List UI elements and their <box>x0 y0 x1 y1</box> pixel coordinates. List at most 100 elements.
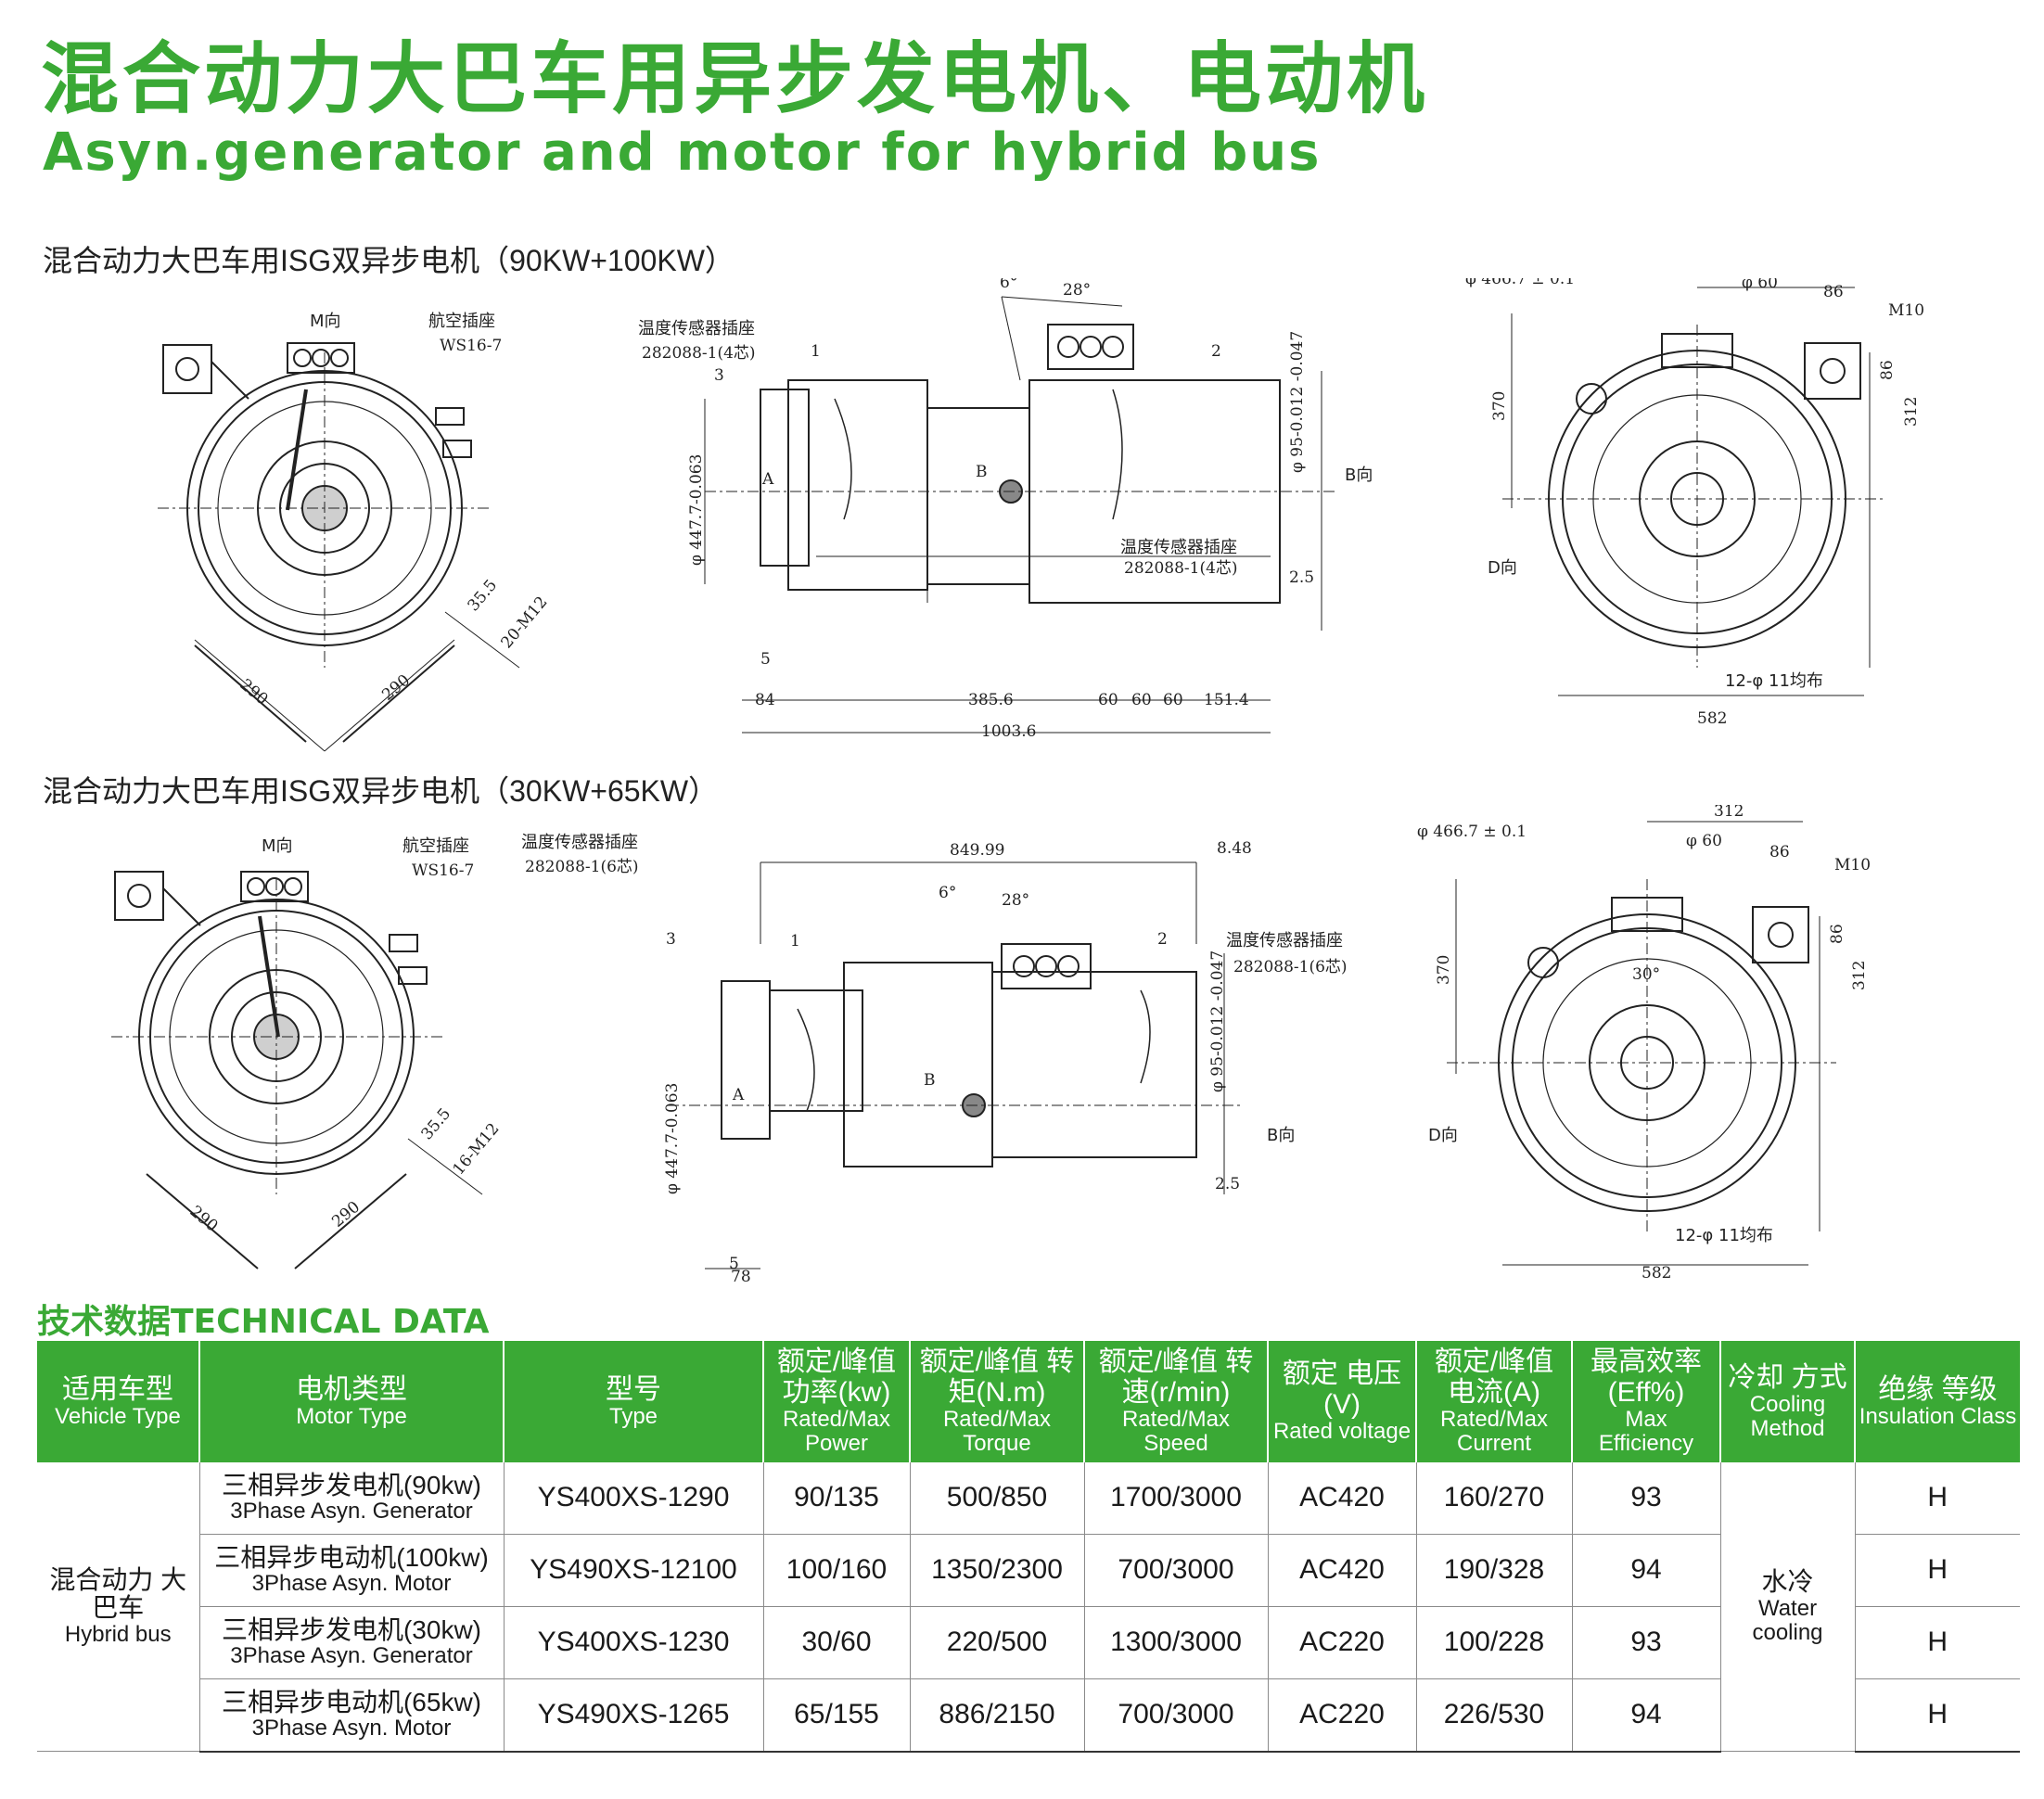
dim-312-top-2: 312 <box>1714 805 1744 821</box>
dim-370-2: 370 <box>1435 955 1453 985</box>
dim-312-top: 312 <box>1762 278 1792 279</box>
label-connector-model-2: WS16-7 <box>412 861 474 880</box>
label-b-dir: B向 <box>1345 466 1373 485</box>
label-m-dir-2: M向 <box>262 836 293 856</box>
cell-speed: 1700/3000 <box>1084 1461 1269 1535</box>
cell-voltage: AC220 <box>1268 1678 1417 1753</box>
dim-dia-447-2: φ 447.7-0.063 <box>663 1083 682 1194</box>
cell-torque: 500/850 <box>910 1461 1085 1535</box>
side-view-1 <box>704 296 1335 734</box>
cell-torque: 886/2150 <box>910 1678 1085 1753</box>
cell-speed: 700/3000 <box>1084 1678 1269 1753</box>
dim-2-5-2: 2.5 <box>1215 1175 1240 1193</box>
side-view-2 <box>668 861 1243 1270</box>
cell-eff: 93 <box>1572 1461 1721 1535</box>
cell-type: YS490XS-12100 <box>504 1534 764 1607</box>
dim-35-5: 35.5 <box>465 576 502 615</box>
drawing-set-2: M向 航空插座 WS16-7 35.5 16-M12 290 290 温度传感器… <box>0 805 2044 1287</box>
label-sensor-b: 温度传感器插座 <box>1120 538 1237 557</box>
dim-370: 370 <box>1490 391 1509 421</box>
rear-view-1 <box>1502 287 1883 696</box>
label-A-2: A <box>732 1086 745 1104</box>
label-d-dir: D向 <box>1488 558 1517 578</box>
dim-582: 582 <box>1697 709 1727 728</box>
label-n3-2: 3 <box>666 930 676 949</box>
tech-data-title: 技术数据TECHNICAL DATA <box>37 1303 490 1341</box>
drawing-set-1: M向 航空插座 WS16-7 35.5 20-M12 290 290 温度传感器… <box>0 278 2044 760</box>
dim-86: 86 <box>1823 283 1844 301</box>
header-power: 额定/峰值 功率(kw)Rated/Max Power <box>763 1341 911 1462</box>
cell-torque: 1350/2300 <box>910 1534 1085 1607</box>
cell-insulation: H <box>1855 1678 2020 1753</box>
dim-60-a: 60 <box>1098 691 1118 709</box>
cell-eff: 94 <box>1572 1678 1721 1753</box>
label-angle-28-2: 28° <box>1002 891 1029 910</box>
label-sensor-a: 温度传感器插座 <box>638 319 755 338</box>
label-sensor-b-model: 282088-1(4芯) <box>1124 559 1238 578</box>
header-efficiency: 最高效率 (Eff%)Max Efficiency <box>1572 1341 1721 1462</box>
label-m10: M10 <box>1888 301 1924 320</box>
front-view-2 <box>111 871 483 1270</box>
dim-290-b-2: 290 <box>328 1198 364 1231</box>
label-sensor-b-model-2: 282088-1(6芯) <box>1233 958 1348 976</box>
dim-78: 78 <box>731 1268 751 1286</box>
label-bolt-2: 16-M12 <box>450 1119 504 1179</box>
cell-voltage: AC220 <box>1268 1606 1417 1679</box>
label-angle-30: 30° <box>1632 965 1660 984</box>
dim-86-2: 86 <box>1769 843 1790 861</box>
dim-86-v: 86 <box>1878 360 1897 380</box>
dim-290-a: 290 <box>236 676 272 709</box>
dim-312-v: 312 <box>1902 397 1921 427</box>
table-row: 三相异步电动机(100kw)3Phase Asyn. Motor YS490XS… <box>37 1534 2020 1607</box>
cell-power: 65/155 <box>763 1678 911 1753</box>
table-row: 三相异步电动机(65kw)3Phase Asyn. Motor YS490XS-… <box>37 1678 2020 1753</box>
label-A: A <box>761 470 774 489</box>
cell-power: 30/60 <box>763 1606 911 1679</box>
dim-2-5: 2.5 <box>1289 568 1314 587</box>
cell-speed: 1300/3000 <box>1084 1606 1269 1679</box>
dim-312-v-2: 312 <box>1850 961 1869 990</box>
cell-insulation: H <box>1855 1534 2020 1607</box>
label-n1: 1 <box>811 342 821 361</box>
label-B-2: B <box>924 1071 936 1090</box>
header-voltage: 额定 电压(V)Rated voltage <box>1268 1341 1417 1462</box>
dim-1003: 1003.6 <box>981 722 1036 741</box>
cell-voltage: AC420 <box>1268 1534 1417 1607</box>
section-title-2: 混合动力大巴车用ISG双异步电机（30KW+65KW） <box>43 774 719 808</box>
label-angle-6: 6° <box>1000 278 1017 292</box>
dim-dia-447: φ 447.7-0.063 <box>687 454 706 566</box>
cell-motor: 三相异步发电机(30kw)3Phase Asyn. Generator <box>199 1606 505 1679</box>
dim-dia-466-2: φ 466.7 ± 0.1 <box>1417 823 1527 841</box>
header-torque: 额定/峰值 转矩(N.m)Rated/Max Torque <box>910 1341 1085 1462</box>
label-holes: 12-φ 11均布 <box>1725 671 1823 691</box>
cell-speed: 700/3000 <box>1084 1534 1269 1607</box>
dim-582-2: 582 <box>1642 1264 1671 1282</box>
label-m10-2: M10 <box>1834 856 1871 874</box>
rear-view-2 <box>1447 821 1836 1266</box>
cell-motor: 三相异步电动机(100kw)3Phase Asyn. Motor <box>199 1534 505 1607</box>
page-subtitle: Asyn.generator and motor for hybrid bus <box>43 122 1322 183</box>
label-holes-2: 12-φ 11均布 <box>1675 1226 1773 1245</box>
dim-dia-60-2: φ 60 <box>1686 832 1722 850</box>
section-title-1: 混合动力大巴车用ISG双异步电机（90KW+100KW） <box>43 244 735 277</box>
label-m-dir: M向 <box>310 312 341 331</box>
label-sensor-b-2: 温度传感器插座 <box>1226 931 1343 951</box>
label-bolt: 20-M12 <box>498 593 552 652</box>
dim-290-a-2: 290 <box>186 1203 222 1236</box>
cell-insulation: H <box>1855 1606 2020 1679</box>
cell-type: YS490XS-1265 <box>504 1678 764 1753</box>
label-sensor-a-2: 温度传感器插座 <box>521 833 638 852</box>
cell-type: YS400XS-1230 <box>504 1606 764 1679</box>
label-connector-2: 航空插座 <box>402 836 469 856</box>
label-sensor-a-model-2: 282088-1(6芯) <box>525 858 639 876</box>
dim-35-5-2: 35.5 <box>418 1104 455 1143</box>
dim-84: 84 <box>755 691 775 709</box>
label-sensor-a-model: 282088-1(4芯) <box>642 344 756 363</box>
